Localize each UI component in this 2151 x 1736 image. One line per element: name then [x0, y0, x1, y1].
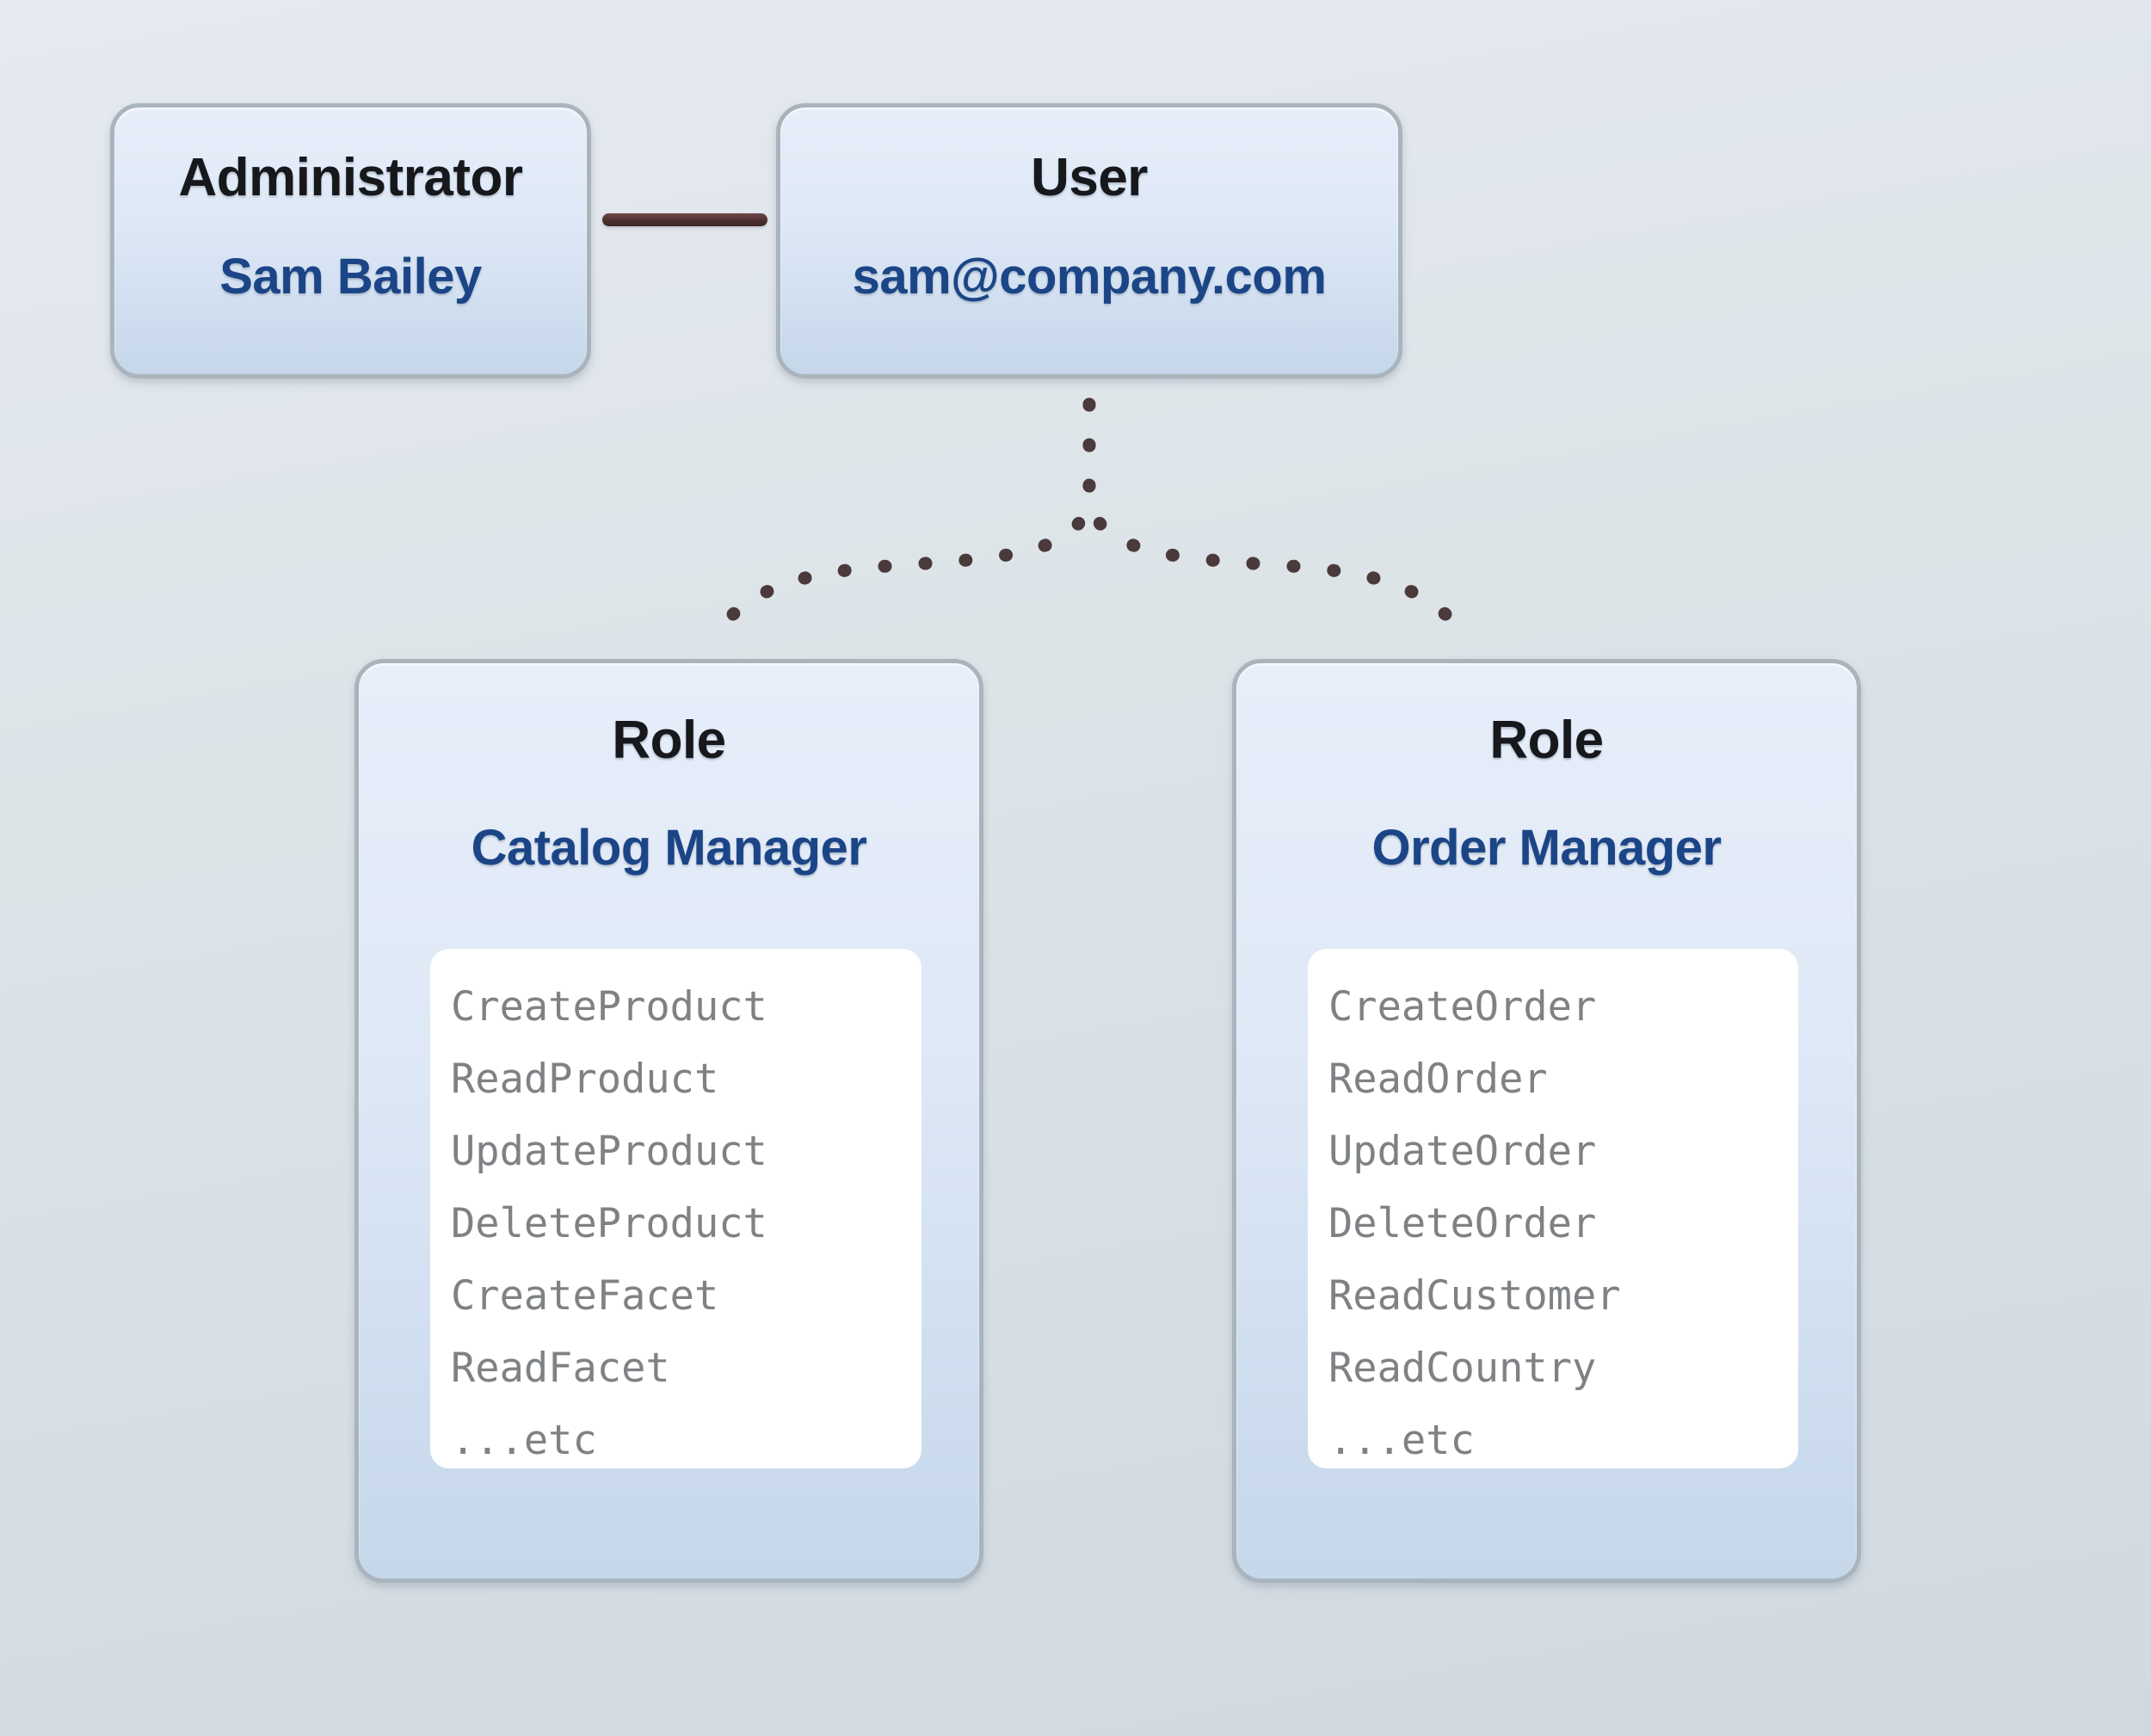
permission-panel: CreateProduct ReadProduct UpdateProduct …	[430, 949, 921, 1468]
permission-item: CreateProduct	[451, 983, 767, 1031]
permission-item: DeleteOrder	[1328, 1200, 1597, 1247]
permission-item: ReadFacet	[451, 1345, 670, 1392]
role-node-catalog-manager[interactable]: Role Catalog Manager CreateProduct ReadP…	[354, 659, 983, 1583]
administrator-type-label: Administrator	[178, 148, 523, 207]
user-node[interactable]: User sam@company.com	[776, 103, 1402, 379]
user-type-label: User	[1031, 148, 1148, 207]
role-node-order-manager[interactable]: Role Order Manager CreateOrder ReadOrder…	[1232, 659, 1861, 1583]
permission-panel: CreateOrder ReadOrder UpdateOrder Delete…	[1308, 949, 1798, 1468]
user-value-label: sam@company.com	[852, 249, 1327, 305]
role-type-label: Role	[612, 711, 726, 770]
permission-item: UpdateProduct	[451, 1128, 767, 1175]
permission-item: CreateFacet	[451, 1272, 719, 1320]
role-value-label: Catalog Manager	[471, 820, 867, 876]
permission-item: CreateOrder	[1328, 983, 1597, 1031]
permission-item: ReadCustomer	[1328, 1272, 1621, 1320]
permission-item: ...etc	[451, 1417, 597, 1464]
permission-item: ReadOrder	[1328, 1056, 1548, 1103]
permission-item: ReadCountry	[1328, 1345, 1597, 1392]
role-value-label: Order Manager	[1371, 820, 1722, 876]
administrator-value-label: Sam Bailey	[219, 249, 482, 305]
permission-item: DeleteProduct	[451, 1200, 767, 1247]
connector-user-to-order-manager	[1082, 397, 1471, 640]
connector-user-to-catalog-manager	[707, 397, 1096, 640]
administrator-node[interactable]: Administrator Sam Bailey	[110, 103, 591, 379]
connector-administrator-to-user	[602, 213, 767, 226]
permission-item: ...etc	[1328, 1417, 1475, 1464]
permission-item: ReadProduct	[451, 1056, 719, 1103]
permission-item: UpdateOrder	[1328, 1128, 1597, 1175]
role-type-label: Role	[1489, 711, 1604, 770]
